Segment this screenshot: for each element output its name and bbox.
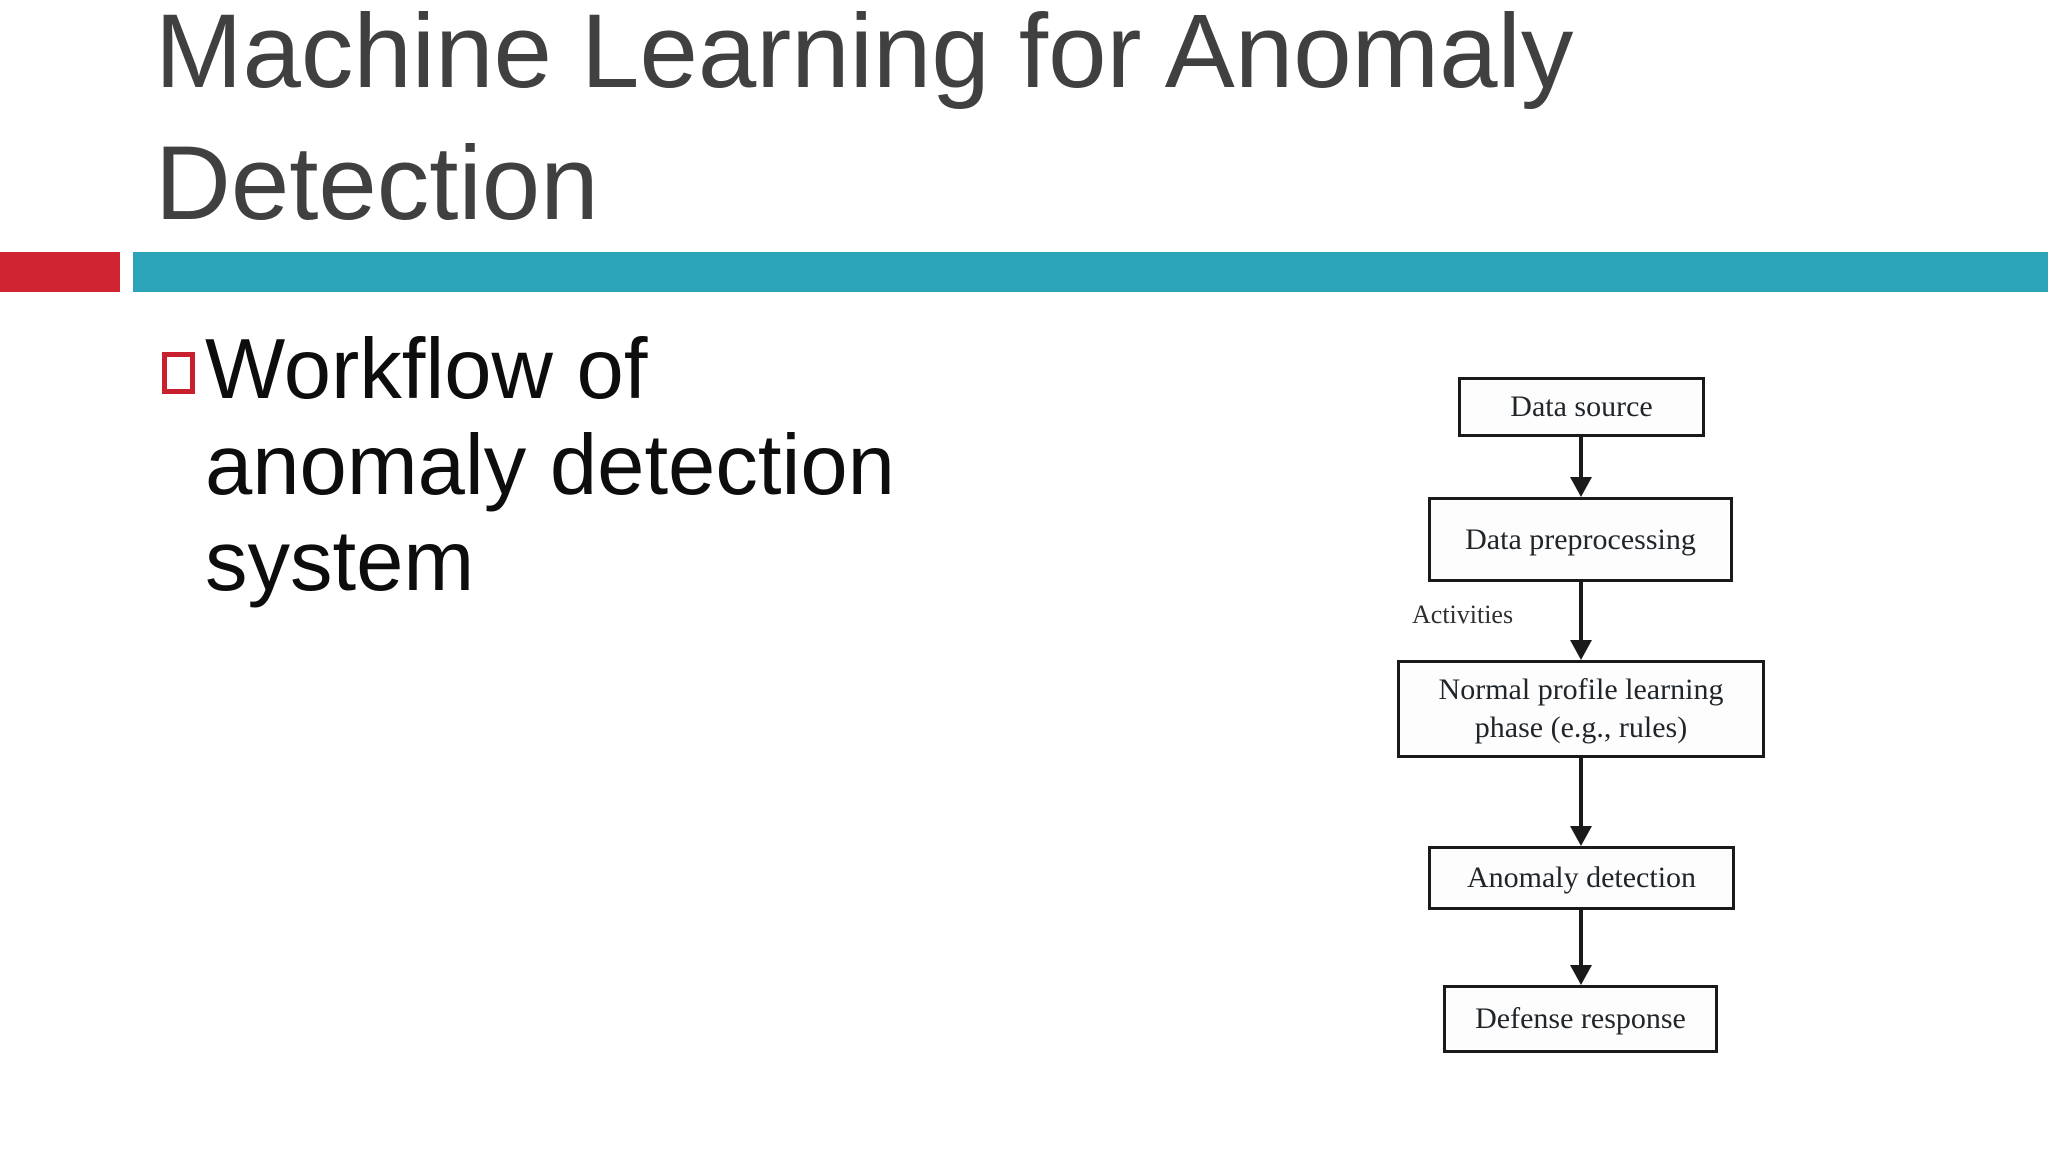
bullet-line: system [205,514,475,609]
arrow-down-icon [1570,826,1592,846]
flow-node-defense-response: Defense response [1443,985,1718,1053]
bullet-line: Workflow of [205,322,648,417]
flow-node-data-source: Data source [1458,377,1705,437]
flow-node-anomaly-detection: Anomaly detection [1428,846,1735,910]
slide-title: Machine Learning for Anomaly Detection [155,0,1574,242]
accent-bar-teal [133,252,2048,292]
flow-node-normal-profile-learning: Normal profile learning phase (e.g., rul… [1397,660,1765,758]
arrow-down-icon [1570,477,1592,497]
bullet-text: Workflow of anomaly detection system [205,322,965,610]
flow-annotation-activities: Activities [1412,600,1514,629]
accent-bar-red [0,252,120,292]
arrow-shaft [1579,910,1583,967]
arrow-down-icon [1570,640,1592,660]
flow-node-data-preprocessing: Data preprocessing [1428,497,1733,582]
square-bullet-icon [162,352,195,394]
arrow-shaft [1579,437,1583,479]
arrow-down-icon [1570,965,1592,985]
bullet-line: anomaly detection [205,418,895,513]
arrow-shaft [1579,582,1583,642]
arrow-shaft [1579,758,1583,828]
